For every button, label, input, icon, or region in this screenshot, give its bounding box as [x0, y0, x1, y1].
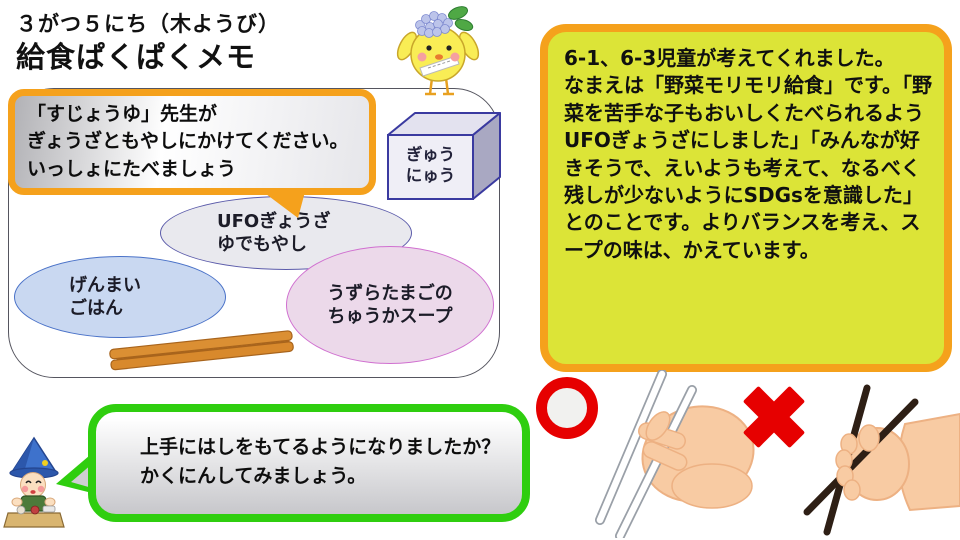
correct-mark-icon [536, 377, 598, 439]
teacher-bubble-tail [258, 188, 306, 218]
chick-mascot-icon [396, 6, 480, 96]
chopstick-bubble-tail [56, 450, 96, 494]
menu-info-text: 6-1、6-3児童が考えてくれました。 なまえは「野菜モリモリ給食」です。「野菜… [564, 46, 932, 262]
wrong-mark-icon [743, 386, 805, 448]
child-mascot-icon [3, 436, 65, 528]
dish-uzura-soup: うずらたまごの ちゅうかスープ [286, 246, 494, 364]
menu-info-box: 6-1、6-3児童が考えてくれました。 なまえは「野菜モリモリ給食」です。「野菜… [540, 24, 952, 372]
correct-grip-hand-icon [595, 370, 755, 538]
wrong-grip-hand-icon [803, 384, 960, 536]
chopsticks-icon [109, 330, 294, 371]
dish-genmai-gohan: げんまい ごはん [14, 256, 226, 338]
milk-label: ぎゅう にゅう [405, 145, 456, 185]
page-title: 給食ぱくぱくメモ [16, 40, 257, 74]
chopstick-check-bubble: 上手にはしをもてるようになりましたか？ かくにんしてみましょう。 [88, 404, 530, 522]
teacher-speech-bubble: 「すじょうゆ」先生が ぎょうざともやしにかけてください。 いっしょにたべましょう [8, 89, 376, 195]
date-text: ３がつ５にち（木ようび） [16, 12, 280, 36]
milk-carton-icon [387, 112, 501, 200]
